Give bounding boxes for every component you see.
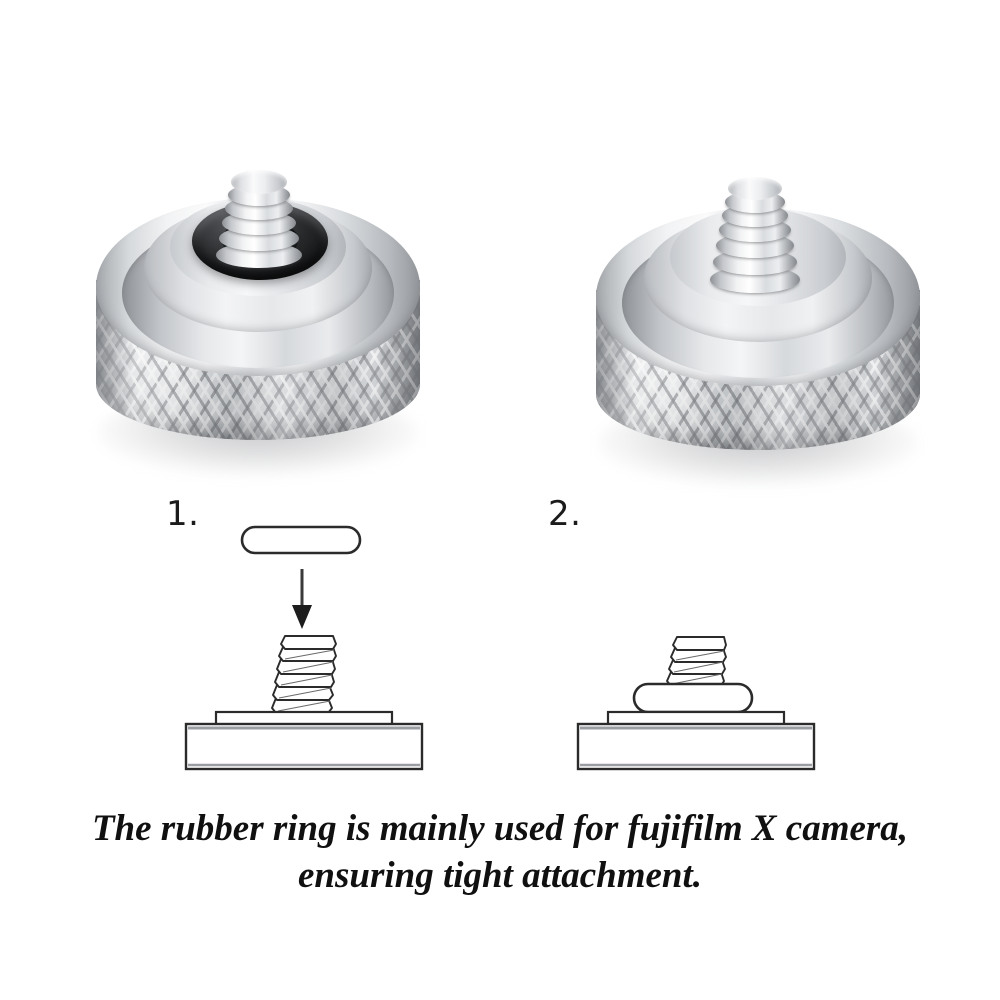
caption-line-2: ensuring tight attachment. — [297, 855, 703, 896]
post-top-cap — [231, 170, 287, 194]
product-photo-with-rubber-ring — [88, 140, 428, 476]
caption-line-1: The rubber ring is mainly used for fujif… — [91, 808, 909, 849]
step-2-number: 2. — [548, 494, 582, 534]
thread-coils — [271, 635, 337, 714]
step-2-diagram — [576, 636, 816, 771]
thread-coils — [666, 636, 727, 687]
product-photo-without-rubber-ring — [588, 150, 928, 486]
rubber-ring-outline-seated — [632, 682, 754, 714]
base-plate — [184, 722, 424, 771]
threaded-post — [710, 170, 802, 293]
post-top-cap — [728, 177, 782, 200]
step-1-number: 1. — [166, 494, 200, 534]
caption-text: The rubber ring is mainly used for fujif… — [50, 805, 950, 899]
threaded-post — [214, 158, 306, 270]
base-plate — [576, 722, 816, 771]
step-1-diagram — [184, 525, 424, 771]
rubber-ring-outline — [240, 525, 362, 555]
down-arrow-icon — [292, 569, 312, 629]
